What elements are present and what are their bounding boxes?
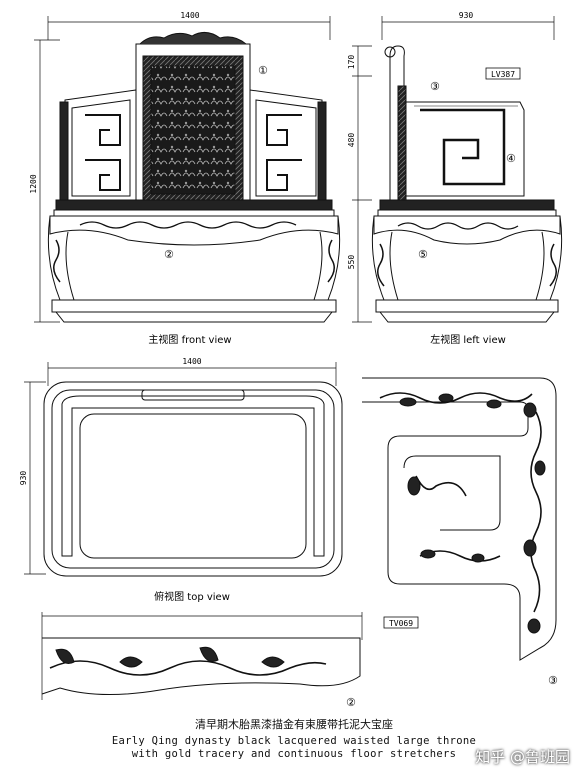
callout-2-front: ② — [164, 248, 174, 261]
callout-3-detail: ③ — [548, 674, 558, 687]
detail-apron-outline — [41, 637, 361, 696]
label-left-view: 左视图 left view — [430, 333, 506, 346]
callout-5-left: ⑤ — [418, 248, 428, 261]
top-back-rail — [61, 395, 325, 557]
label-top-view: 俯视图 top view — [154, 590, 230, 603]
detail-arm-outline — [362, 377, 557, 661]
apron-detail — [41, 612, 363, 700]
front-view — [34, 16, 341, 323]
caption-english-line2: with gold tracery and continuous floor s… — [131, 748, 457, 760]
left-seat — [379, 199, 555, 211]
caption-english: Early Qing dynasty black lacquered waist… — [0, 735, 588, 761]
left-code-box — [485, 67, 521, 80]
front-right-leg — [313, 215, 341, 301]
dim-top-depth: 930 — [19, 471, 28, 486]
dim-height-total: 1200 — [29, 174, 38, 193]
front-left-leg — [47, 215, 75, 301]
dim-front-width: 1400 — [180, 11, 199, 20]
dim-base-height: 550 — [347, 255, 356, 270]
left-base-stretcher — [375, 299, 559, 313]
label-front-view: 主视图 front view — [148, 333, 231, 346]
front-seat — [55, 199, 333, 211]
caption-english-line1: Early Qing dynasty black lacquered waist… — [111, 735, 477, 747]
left-back-post — [389, 45, 405, 200]
arm-detail — [362, 377, 557, 661]
dim-left-depth: 930 — [459, 11, 474, 20]
front-base-stretcher — [51, 299, 337, 313]
caption-chinese: 清早期木胎黑漆描金有束腰带托泥大宝座 — [195, 718, 393, 731]
callout-4-left: ④ — [506, 152, 516, 165]
front-apron — [49, 215, 339, 246]
watermark: 知乎 @鲁班园 — [475, 748, 570, 766]
dim-back-mid: 480 — [347, 133, 356, 148]
top-outline — [43, 381, 343, 577]
front-central-panel — [150, 65, 236, 195]
dim-back-top: 170 — [347, 55, 356, 70]
detail-code-box — [383, 616, 419, 629]
top-seat-area — [79, 413, 307, 559]
callout-2-detail: ② — [346, 696, 356, 709]
dim-top-width: 1400 — [182, 357, 201, 366]
code-lv387: LV387 — [491, 70, 515, 79]
code-tv069: TV069 — [389, 619, 413, 628]
left-arm-panel — [404, 101, 525, 197]
top-view — [24, 362, 343, 577]
detail-floral-vine — [379, 392, 542, 613]
left-apron — [373, 215, 561, 245]
callout-3-left: ③ — [430, 80, 440, 93]
left-view — [352, 16, 563, 323]
callout-1-front: ① — [258, 64, 268, 77]
